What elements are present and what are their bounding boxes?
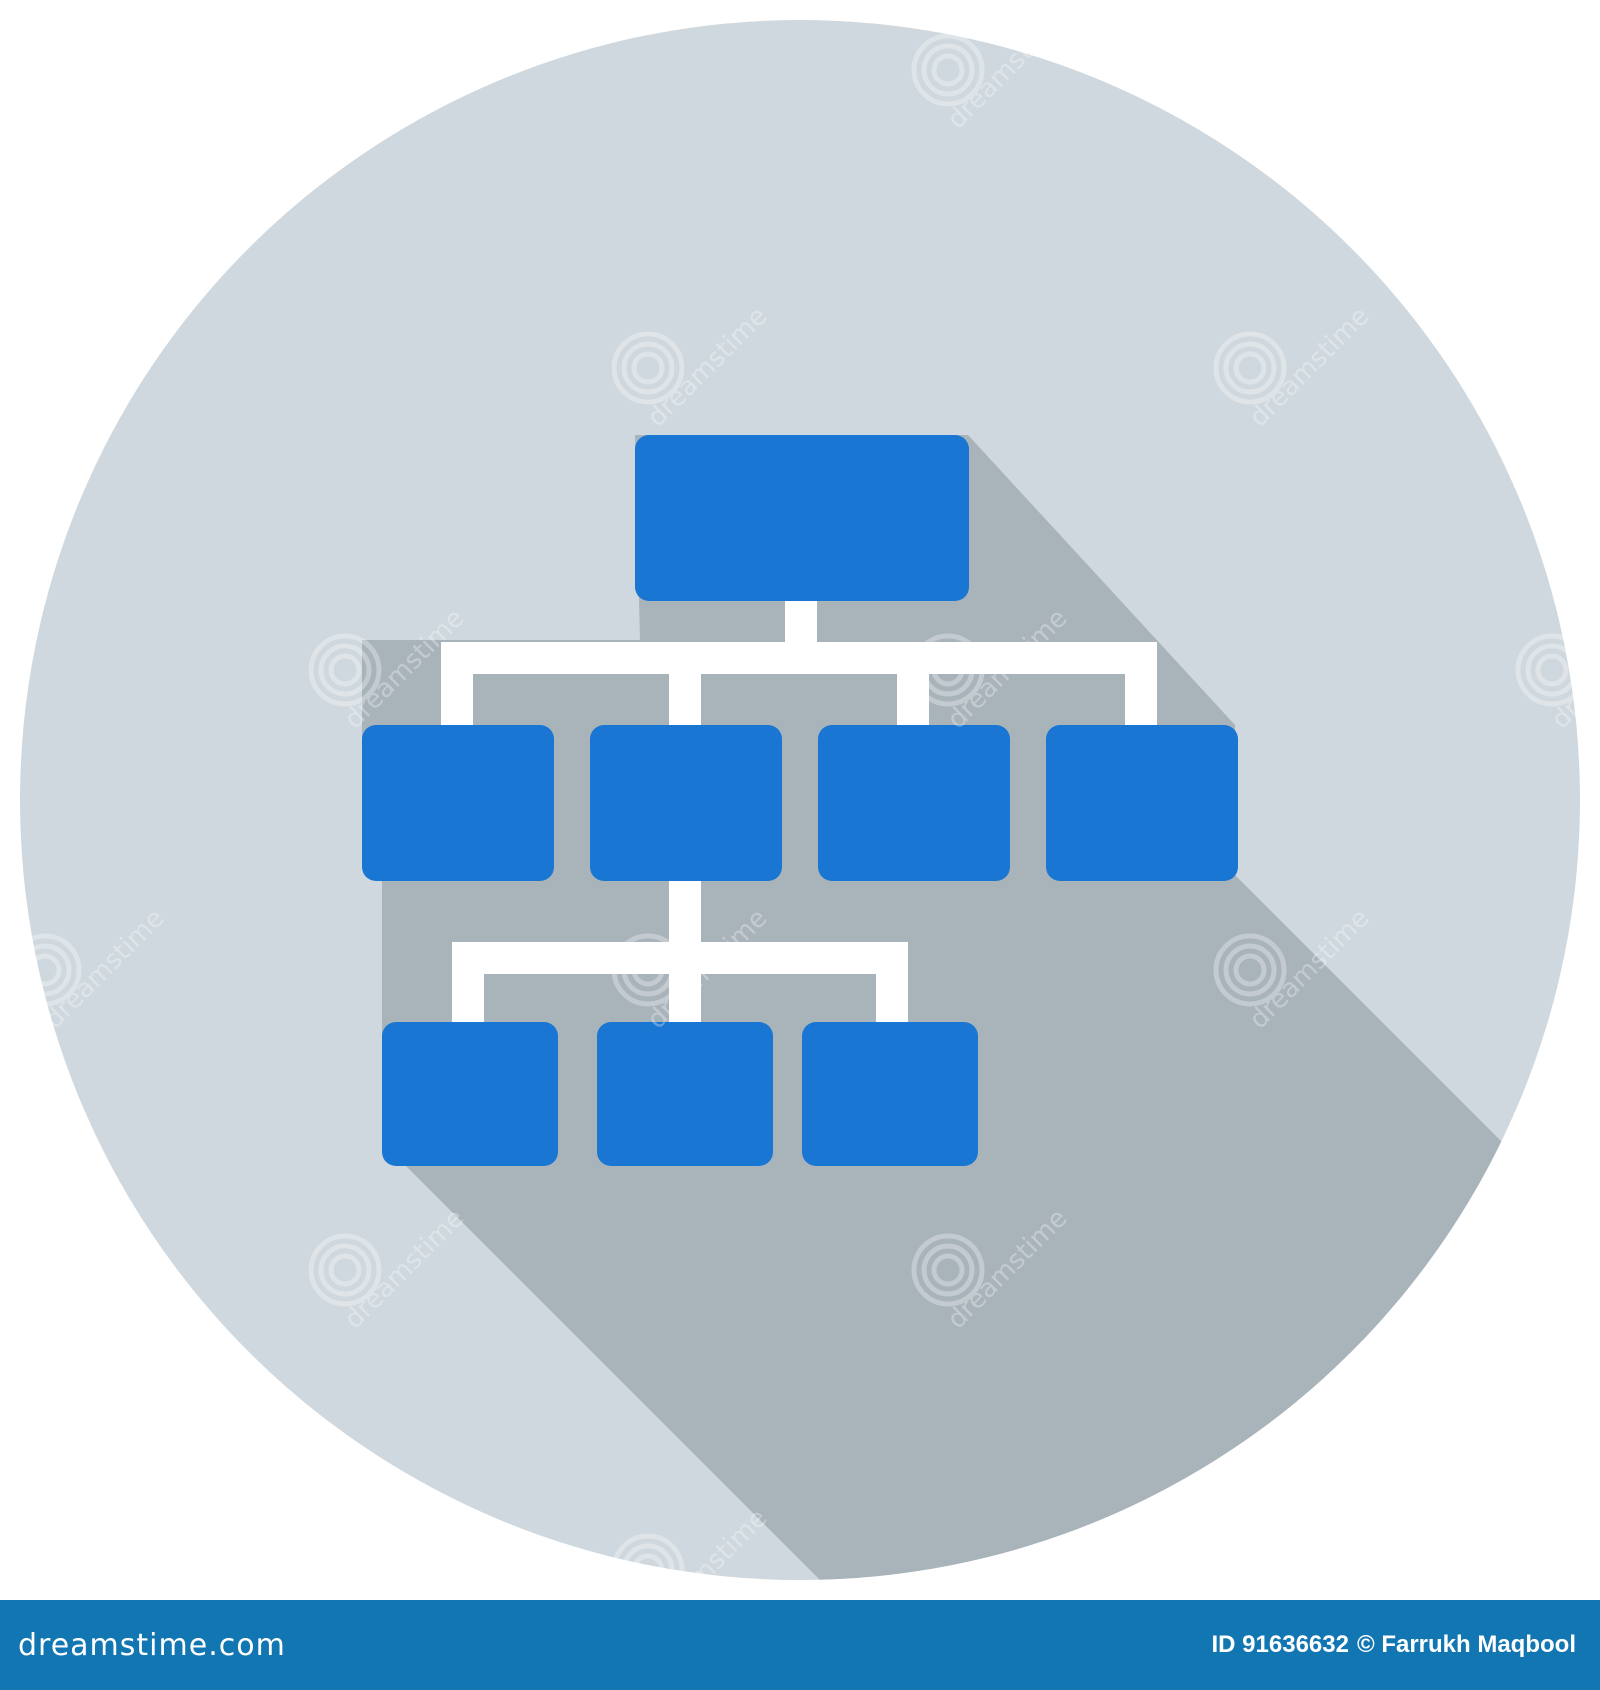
watermark-ring [1223, 341, 1277, 395]
watermark-logo [1515, 1233, 1589, 1307]
connector-level2-drop-2 [669, 942, 701, 1026]
watermark-ring [921, 643, 975, 697]
author-credit: © Farrukh Maqbool [1356, 1631, 1576, 1658]
watermark-ring [18, 943, 72, 997]
watermark-ring [911, 1233, 985, 1307]
watermark-ring [921, 1243, 975, 1297]
node-level1-4 [1046, 725, 1238, 881]
connector-level1-drop-3 [897, 642, 929, 728]
watermark-ring [28, 351, 62, 385]
watermark-logo [911, 633, 985, 707]
node-level2-3 [802, 1022, 978, 1166]
connector-root-stem [785, 598, 817, 646]
footer-bar: dreamstime.com ID 91636632 © Farrukh Maq… [0, 1600, 1600, 1690]
connector-level1-drop-4 [1125, 642, 1157, 728]
watermark-ring [1535, 1253, 1569, 1287]
watermark-ring [328, 53, 362, 87]
watermark-logo [911, 33, 985, 107]
watermark-logo [1213, 331, 1287, 405]
watermark-ring [621, 943, 675, 997]
org-chart-nodes [362, 435, 1238, 1166]
watermark-ring [18, 341, 72, 395]
node-level1-2 [590, 725, 782, 881]
watermark-ring [611, 331, 685, 405]
watermark-ring [1515, 33, 1589, 107]
watermark-ring [1535, 653, 1569, 687]
watermark-ring [911, 33, 985, 107]
node-root [635, 435, 969, 601]
watermark-ring [1525, 43, 1579, 97]
watermark-logo [1515, 33, 1589, 107]
node-level1-3 [818, 725, 1010, 881]
node-level1-1 [362, 725, 554, 881]
footer-site-logo[interactable]: dreamstime.com [18, 1627, 286, 1663]
image-id: ID 91636632 [1211, 1631, 1349, 1658]
watermark-text: dreamstime [1546, 1203, 1600, 1335]
watermark-ring [631, 351, 665, 385]
watermark-ring [931, 653, 965, 687]
watermark-ring [308, 633, 382, 707]
watermark-ring [328, 653, 362, 687]
watermark-ring [328, 1253, 362, 1287]
watermark-ring [1515, 633, 1589, 707]
connector-level1-drop-1 [441, 642, 473, 728]
watermark-ring [8, 933, 82, 1007]
node-level2-1 [382, 1022, 558, 1166]
watermark-logo [8, 331, 82, 405]
watermark-ring [931, 53, 965, 87]
watermark-ring [611, 933, 685, 1007]
watermark-ring [911, 633, 985, 707]
connector-level2-drop-3 [876, 942, 908, 1026]
watermark-ring [1223, 1543, 1277, 1597]
watermark-ring [1525, 1243, 1579, 1297]
watermark-ring [1233, 953, 1267, 987]
watermark-ring [318, 1243, 372, 1297]
watermark-ring [28, 1553, 62, 1587]
watermark-logo [308, 1233, 382, 1307]
watermark-ring [28, 953, 62, 987]
connector-level1-drop-2 [669, 642, 701, 728]
watermark-ring [308, 1233, 382, 1307]
watermark-ring [1535, 53, 1569, 87]
watermark-logo [308, 33, 382, 107]
connector-level1-bar [441, 642, 1157, 674]
watermark-ring [1233, 351, 1267, 385]
watermark-ring [1223, 943, 1277, 997]
watermark-ring [1213, 933, 1287, 1007]
connector-sub-stem [669, 876, 701, 944]
watermark-ring [318, 43, 372, 97]
watermark-ring [931, 1253, 965, 1287]
watermark-logo [611, 933, 685, 1007]
connector-level2-drop-1 [452, 942, 484, 1026]
watermark-ring [921, 43, 975, 97]
connector-lines [441, 598, 1157, 1026]
watermark-text: dreamstime [1546, 3, 1600, 135]
watermark-logo [611, 331, 685, 405]
watermark-logo [308, 633, 382, 707]
watermark-ring [621, 341, 675, 395]
watermark-ring [18, 1543, 72, 1597]
watermark-logo [911, 1233, 985, 1307]
watermark-logo [8, 933, 82, 1007]
watermark-ring [318, 643, 372, 697]
watermark-ring [1233, 1553, 1267, 1587]
watermark-ring [1525, 643, 1579, 697]
watermark-ring [8, 331, 82, 405]
watermark-ring [631, 953, 665, 987]
watermark-logo [1213, 933, 1287, 1007]
watermark-ring [308, 33, 382, 107]
node-level2-2 [597, 1022, 773, 1166]
watermark-ring [621, 1543, 675, 1597]
watermark-ring [1515, 1233, 1589, 1307]
watermark-ring [631, 1553, 665, 1587]
watermark-ring [1213, 331, 1287, 405]
footer-credit: ID 91636632 © Farrukh Maqbool [1212, 1631, 1576, 1659]
watermark-logo [1515, 633, 1589, 707]
